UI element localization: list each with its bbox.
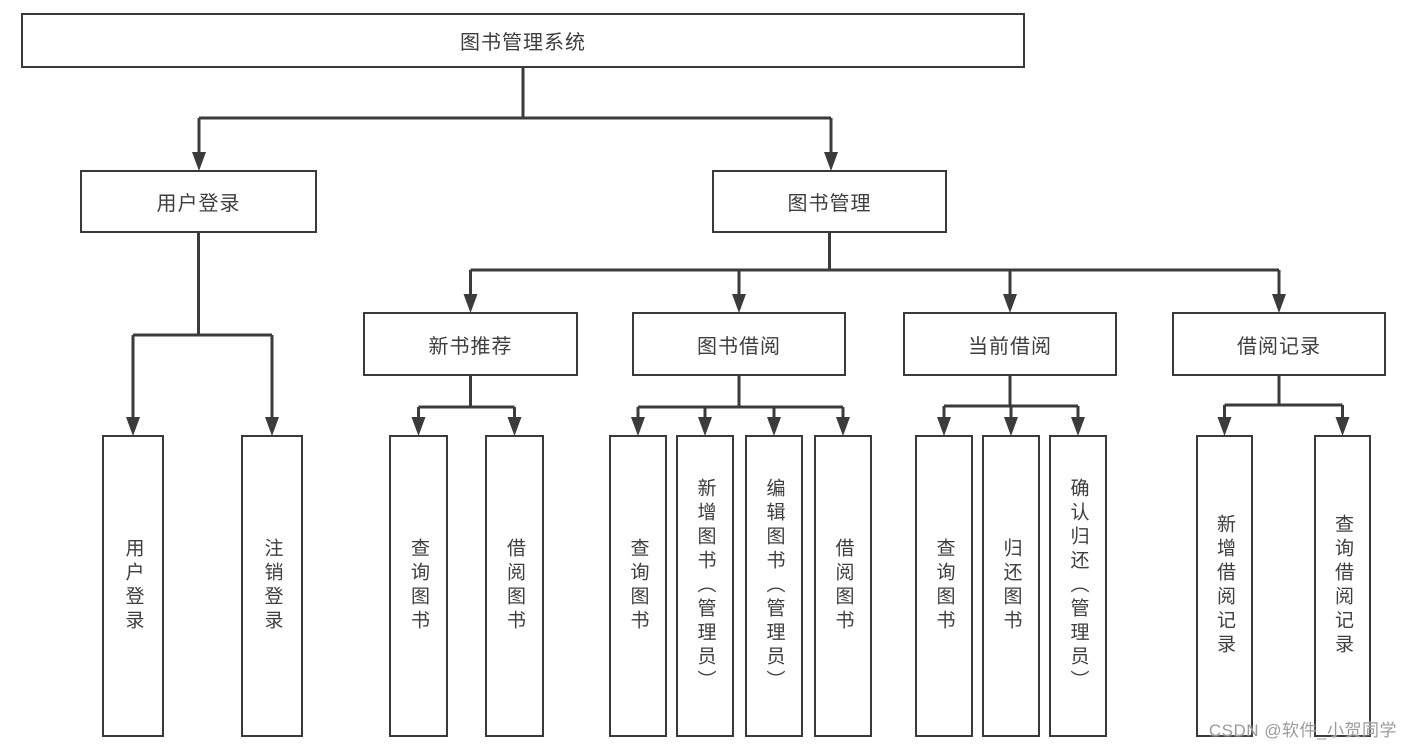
- node-root-system: 图书管理系统: [21, 13, 1025, 68]
- leaf-query-borrow-record-label: 查询借阅记录: [1332, 514, 1353, 658]
- node-current-borrow: 当前借阅: [903, 312, 1117, 376]
- leaf-recommend-query-books-label: 查询图书: [408, 538, 429, 634]
- leaf-user-login-label: 用户登录: [122, 538, 144, 634]
- leaf-borrow-query-books: 查询图书: [609, 435, 667, 737]
- leaf-confirm-return-admin: 确认归还（管理员）: [1049, 435, 1107, 737]
- leaf-add-books-admin: 新增图书（管理员）: [676, 435, 734, 737]
- leaf-return-books-label: 归还图书: [1000, 538, 1022, 634]
- leaf-borrow-books: 借阅图书: [814, 435, 872, 737]
- node-current-borrow-label: 当前借阅: [968, 335, 1052, 358]
- leaf-recommend-borrow-books: 借阅图书: [485, 435, 544, 737]
- leaf-add-books-admin-label: 新增图书（管理员）: [694, 478, 716, 694]
- node-book-borrow: 图书借阅: [632, 312, 846, 376]
- node-book-management: 图书管理: [712, 170, 947, 233]
- leaf-logout-label: 注销登录: [261, 538, 283, 634]
- node-borrow-records: 借阅记录: [1172, 312, 1386, 376]
- node-user-login-branch-label: 用户登录: [156, 193, 241, 215]
- leaf-add-borrow-record-label: 新增借阅记录: [1214, 514, 1235, 658]
- leaf-edit-books-admin: 编辑图书（管理员）: [745, 435, 803, 737]
- node-book-management-label: 图书管理: [787, 193, 872, 215]
- leaf-logout: 注销登录: [241, 435, 303, 737]
- node-new-book-recommend-label: 新书推荐: [428, 335, 513, 358]
- node-borrow-records-label: 借阅记录: [1237, 335, 1321, 358]
- leaf-current-query-books: 查询图书: [915, 435, 973, 737]
- leaf-return-books: 归还图书: [982, 435, 1040, 737]
- leaf-recommend-borrow-books-label: 借阅图书: [504, 538, 525, 634]
- node-user-login-branch: 用户登录: [80, 170, 317, 233]
- leaf-edit-books-admin-label: 编辑图书（管理员）: [763, 478, 785, 694]
- node-root-label: 图书管理系统: [460, 32, 586, 54]
- leaf-borrow-books-label: 借阅图书: [832, 538, 854, 634]
- leaf-current-query-books-label: 查询图书: [933, 538, 955, 634]
- csdn-watermark: CSDN @软件_小贺同学: [1208, 721, 1397, 740]
- leaf-confirm-return-admin-label: 确认归还（管理员）: [1067, 478, 1089, 694]
- leaf-borrow-query-books-label: 查询图书: [627, 538, 649, 634]
- leaf-recommend-query-books: 查询图书: [389, 435, 448, 737]
- node-new-book-recommend: 新书推荐: [363, 312, 578, 376]
- leaf-user-login: 用户登录: [102, 435, 164, 737]
- node-book-borrow-label: 图书借阅: [697, 335, 781, 358]
- leaf-add-borrow-record: 新增借阅记录: [1196, 435, 1253, 737]
- leaf-query-borrow-record: 查询借阅记录: [1314, 435, 1371, 737]
